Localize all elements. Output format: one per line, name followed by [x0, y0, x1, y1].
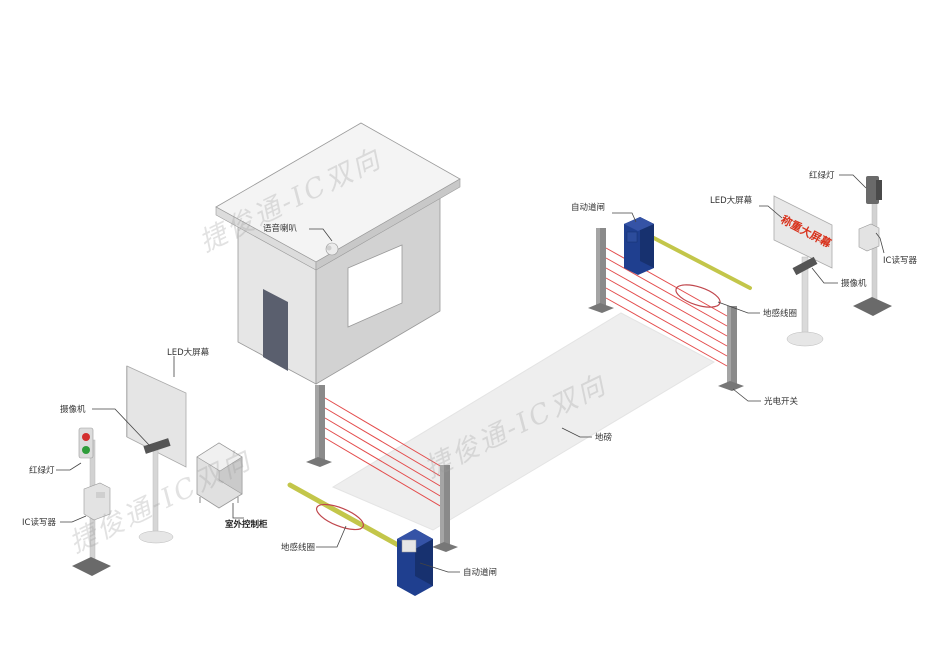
ic-reader-right	[858, 223, 880, 252]
barrier-gate-front	[287, 482, 433, 596]
label-camera-left: 摄像机	[60, 404, 86, 415]
barrier-arm-back	[648, 234, 752, 290]
traffic-light-right	[866, 176, 879, 204]
leader-lines	[56, 174, 885, 573]
label-gate-back: 自动道闸	[571, 202, 605, 213]
label-led-left: LED大屏幕	[167, 347, 210, 358]
light-post-front-left	[315, 385, 325, 460]
barrier-arm-front	[287, 482, 401, 548]
label-traffic-right: 红绿灯	[809, 170, 835, 181]
camera-right	[792, 256, 818, 276]
weighbridge-platform	[331, 312, 716, 531]
barrier-gate-back	[624, 217, 752, 290]
light-post-front-right	[440, 465, 450, 545]
label-speaker: 语音喇叭	[263, 223, 298, 234]
photoelectric-switch-front	[306, 385, 458, 552]
label-loop-right: 地感线圈	[763, 308, 797, 319]
label-photo-switch: 光电开关	[764, 396, 799, 407]
booth-window	[347, 244, 403, 328]
light-post-back-left	[596, 228, 606, 306]
label-ic-left: IC读写器	[22, 517, 56, 528]
label-weighbridge: 地磅	[595, 432, 613, 443]
traffic-light-right-assembly	[853, 176, 892, 316]
booth-roof-edge-side	[315, 178, 461, 271]
traffic-light-left-assembly	[72, 427, 111, 576]
label-ic-right: IC读写器	[883, 255, 917, 266]
inductive-loop-back	[675, 284, 721, 308]
guard-booth	[215, 122, 461, 385]
led-screen-left	[126, 365, 187, 544]
label-loop-left: 地感线圈	[281, 542, 315, 553]
label-traffic-left: 红绿灯	[29, 465, 55, 476]
light-post-back-right	[727, 306, 737, 384]
booth-door	[263, 289, 288, 371]
label-control-cabinet: 室外控制柜	[225, 519, 268, 530]
label-camera-right: 摄像机	[841, 278, 867, 289]
label-gate-front: 自动道闸	[463, 567, 497, 578]
label-led-right: LED大屏幕	[710, 195, 753, 206]
camera-left	[143, 438, 171, 454]
inductive-loop-front	[315, 503, 365, 531]
control-cabinet	[196, 442, 243, 509]
led-screen-right: 称重大屏幕	[773, 195, 835, 347]
gate-front-panel	[401, 539, 417, 553]
